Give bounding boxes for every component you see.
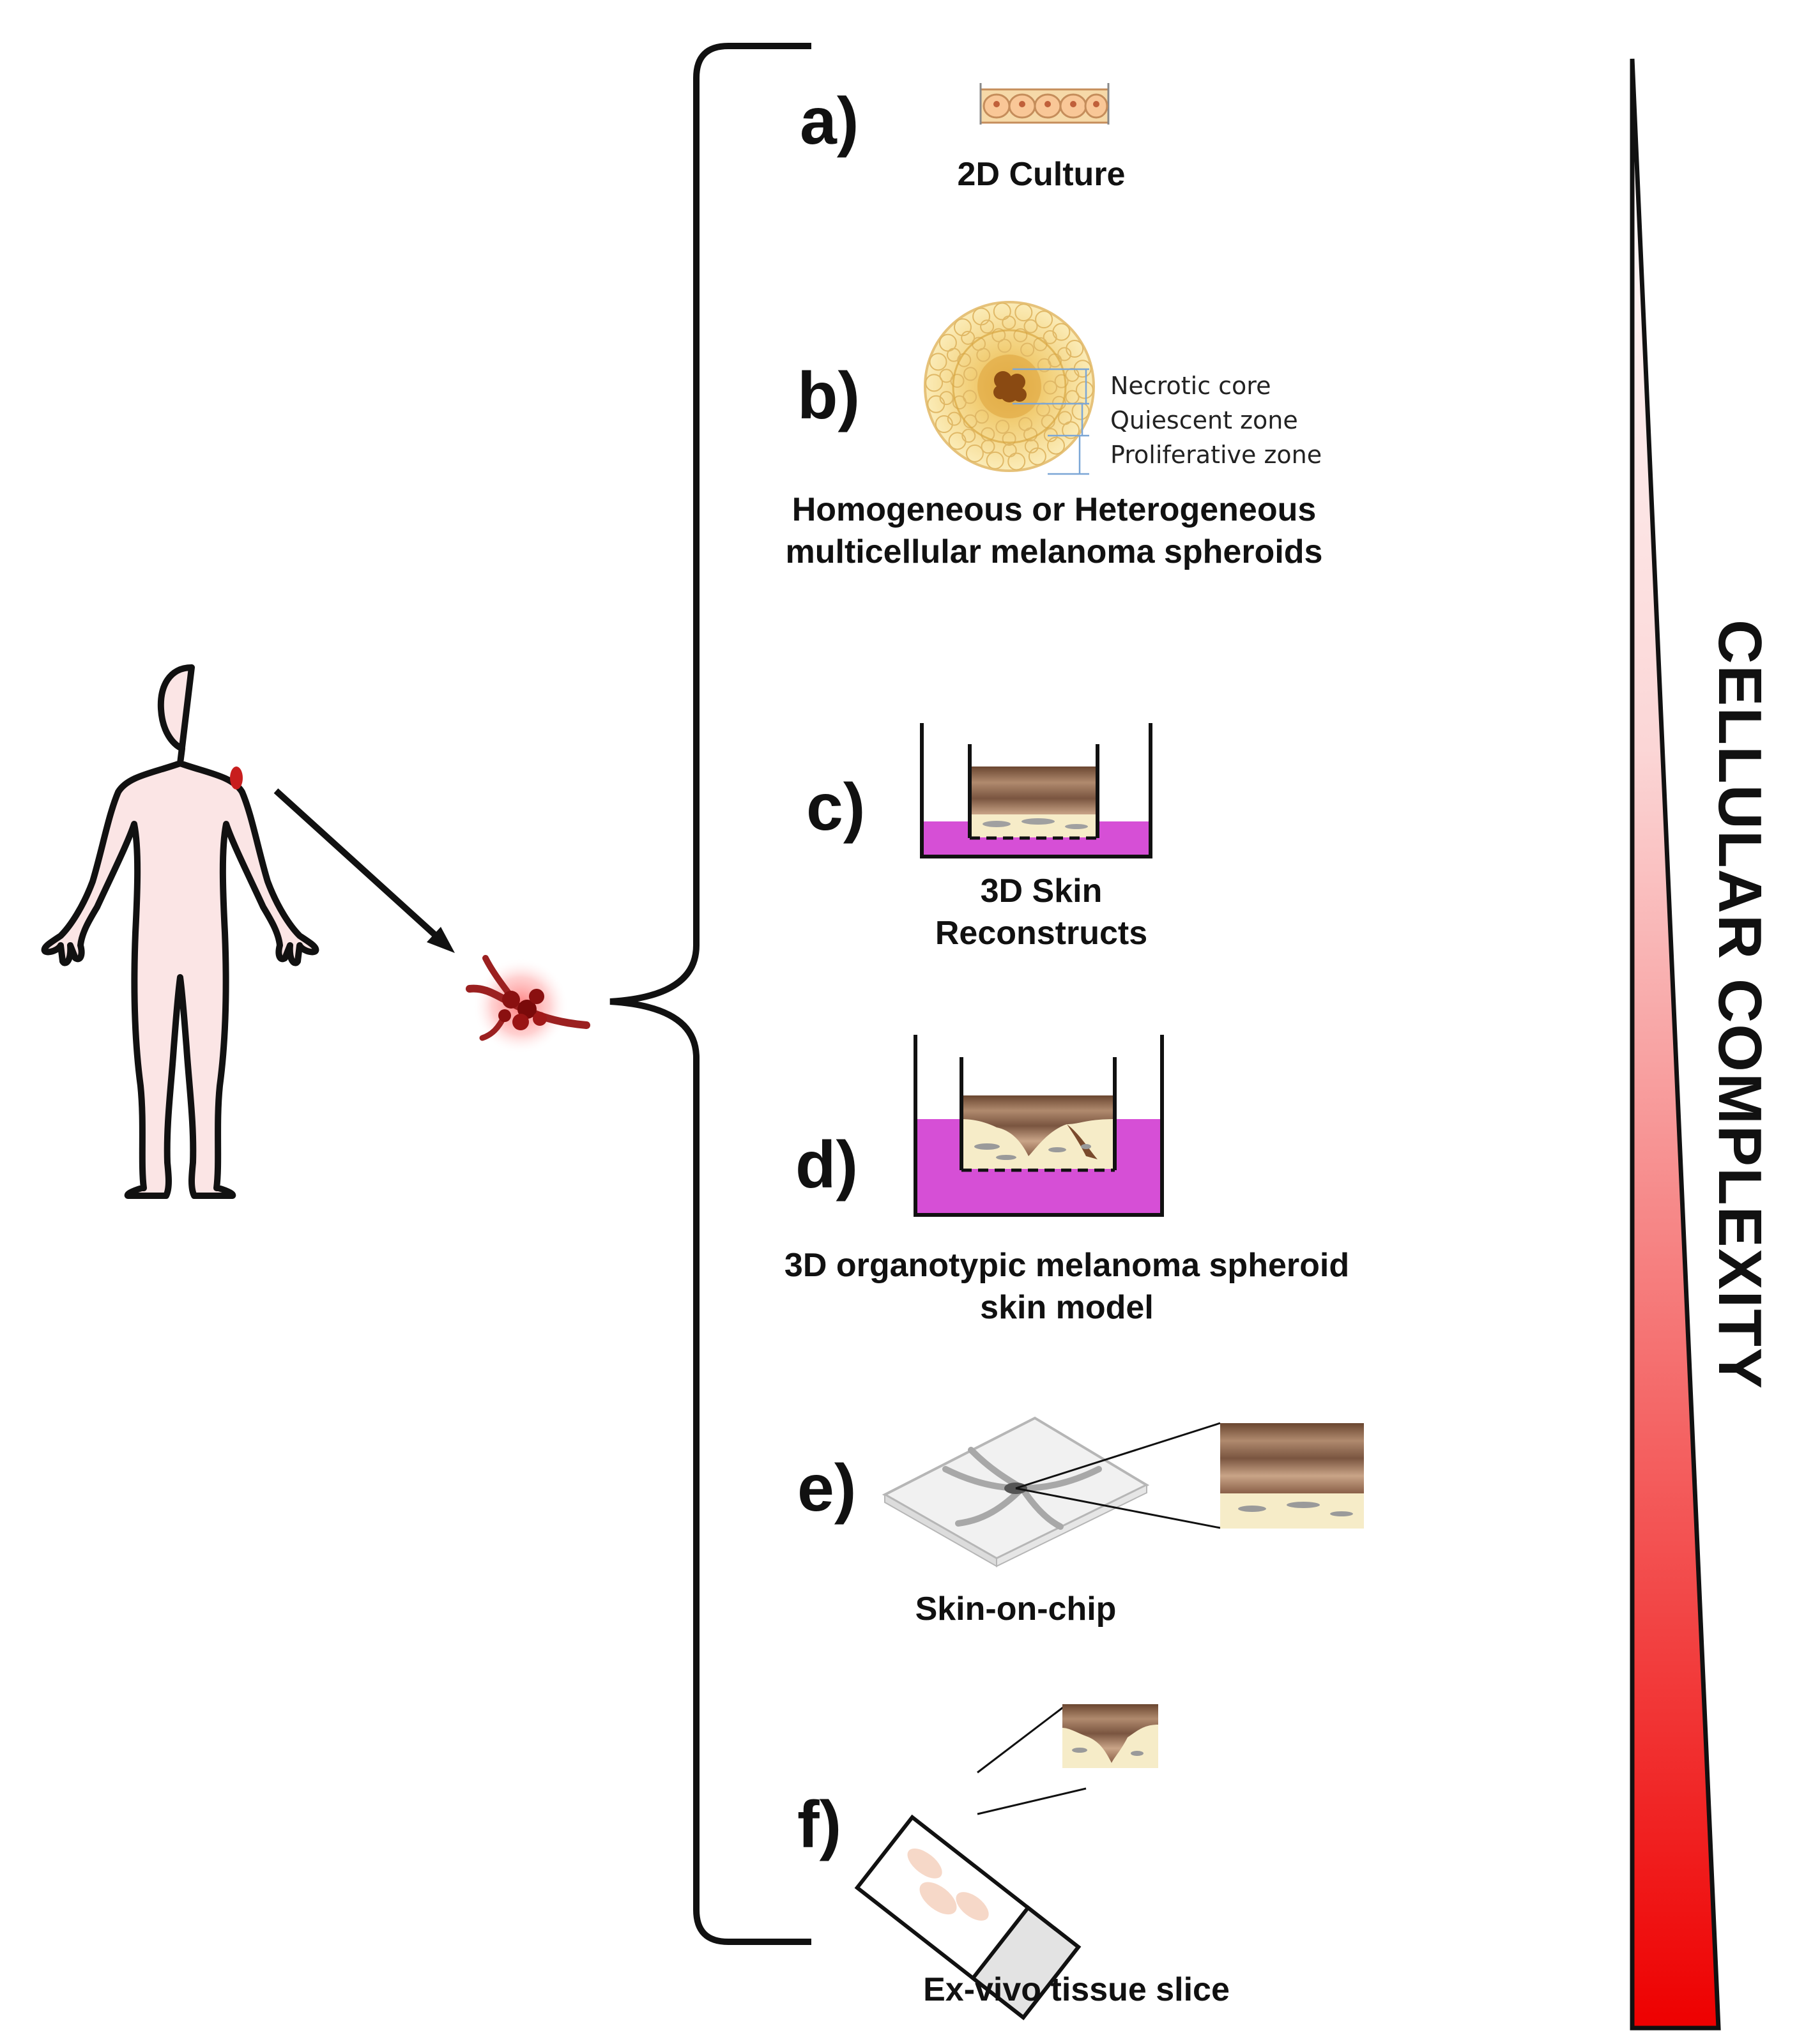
spheroid-cell bbox=[947, 411, 961, 426]
zone-necrotic-core: Necrotic core bbox=[1110, 372, 1271, 400]
spheroid-cell bbox=[939, 391, 954, 406]
arrow-icon bbox=[273, 788, 455, 953]
spheroid-cell bbox=[963, 390, 977, 404]
caption-ex-vivo-slice: Ex-vivo tissue slice bbox=[923, 1971, 1230, 2008]
spheroid-cell bbox=[980, 319, 995, 334]
organotypic-model-icon bbox=[914, 1035, 1164, 1217]
skin-on-chip-icon bbox=[882, 1416, 1364, 1567]
spheroid-cell bbox=[976, 347, 991, 362]
caption-spheroids: Homogeneous or Heterogeneous multicellul… bbox=[785, 491, 1323, 570]
spheroid-cell bbox=[1023, 319, 1038, 333]
spheroid-cell bbox=[961, 330, 975, 345]
spheroid-cell bbox=[1002, 316, 1016, 330]
skin-reconstruct-icon bbox=[920, 723, 1152, 858]
zone-quiescent: Quiescent zone bbox=[1110, 406, 1298, 434]
spheroid-cell bbox=[1018, 416, 1033, 431]
tissue-slice-icon bbox=[854, 1704, 1158, 2020]
spheroid-cell bbox=[963, 367, 978, 381]
spheroid-cell bbox=[1002, 443, 1017, 457]
spheroid-icon bbox=[924, 301, 1095, 475]
spheroid-cell bbox=[1054, 374, 1069, 388]
spheroid-cell bbox=[986, 451, 1004, 469]
spheroid-cell bbox=[997, 339, 1012, 353]
label-f: f) bbox=[797, 1788, 842, 1862]
spheroid-cell bbox=[925, 374, 944, 392]
label-c: c) bbox=[806, 770, 866, 844]
cellular-complexity-label: CELLULAR COMPLEXITY bbox=[1706, 620, 1774, 1390]
spheroid-cell bbox=[974, 409, 989, 424]
spheroid-cell bbox=[1020, 342, 1035, 357]
spheroid-cell bbox=[1058, 411, 1072, 425]
spheroid-cell bbox=[1057, 347, 1072, 362]
spheroid-cell bbox=[1066, 340, 1084, 358]
spheroid-cell bbox=[961, 429, 976, 443]
tumor-icon bbox=[466, 955, 590, 1054]
caption-2d-culture: 2D Culture bbox=[957, 156, 1126, 193]
2d-culture-icon bbox=[979, 83, 1110, 125]
spheroid-cell bbox=[1035, 310, 1053, 329]
human-figure-icon bbox=[41, 664, 319, 1199]
spheroid-cell bbox=[1024, 439, 1039, 454]
caption-skin-reconstructs: 3D Skin Reconstructs bbox=[935, 873, 1148, 952]
spheroid-cell bbox=[1007, 452, 1026, 471]
spheroid-cell bbox=[995, 420, 1010, 434]
spheroid-cell bbox=[1071, 402, 1090, 420]
spheroid-cell bbox=[954, 318, 972, 337]
spheroid-cell bbox=[1013, 328, 1028, 342]
spheroid-cell bbox=[929, 353, 947, 371]
spheroid-cell bbox=[1047, 436, 1065, 455]
label-d: d) bbox=[795, 1128, 859, 1202]
spheroid-cell bbox=[1037, 358, 1052, 372]
label-a: a) bbox=[800, 84, 859, 158]
label-b: b) bbox=[797, 359, 861, 433]
spheroid-cell bbox=[993, 302, 1011, 321]
label-e: e) bbox=[797, 1451, 857, 1525]
spheroid-cell bbox=[1043, 330, 1057, 344]
brace-icon bbox=[609, 43, 811, 1945]
spheroid-cell bbox=[1014, 303, 1033, 322]
spheroid-cell bbox=[1002, 432, 1016, 446]
spheroid-cell bbox=[1043, 380, 1057, 395]
spheroid-cell bbox=[965, 444, 984, 462]
spheroid-cell bbox=[1075, 381, 1094, 399]
spheroid-cell bbox=[950, 374, 965, 388]
caption-organotypic-model: 3D organotypic melanoma spheroid skin mo… bbox=[784, 1247, 1350, 1326]
spheroid-cell bbox=[1052, 395, 1066, 410]
complexity-gradient-wedge bbox=[1630, 58, 1721, 2031]
zone-proliferative: Proliferative zone bbox=[1110, 441, 1322, 469]
spheroid-cell bbox=[991, 328, 1006, 342]
spheroid-cell bbox=[935, 415, 953, 433]
caption-skin-on-chip: Skin-on-chip bbox=[915, 1590, 1117, 1628]
melanoma-lesion-icon bbox=[230, 766, 243, 789]
